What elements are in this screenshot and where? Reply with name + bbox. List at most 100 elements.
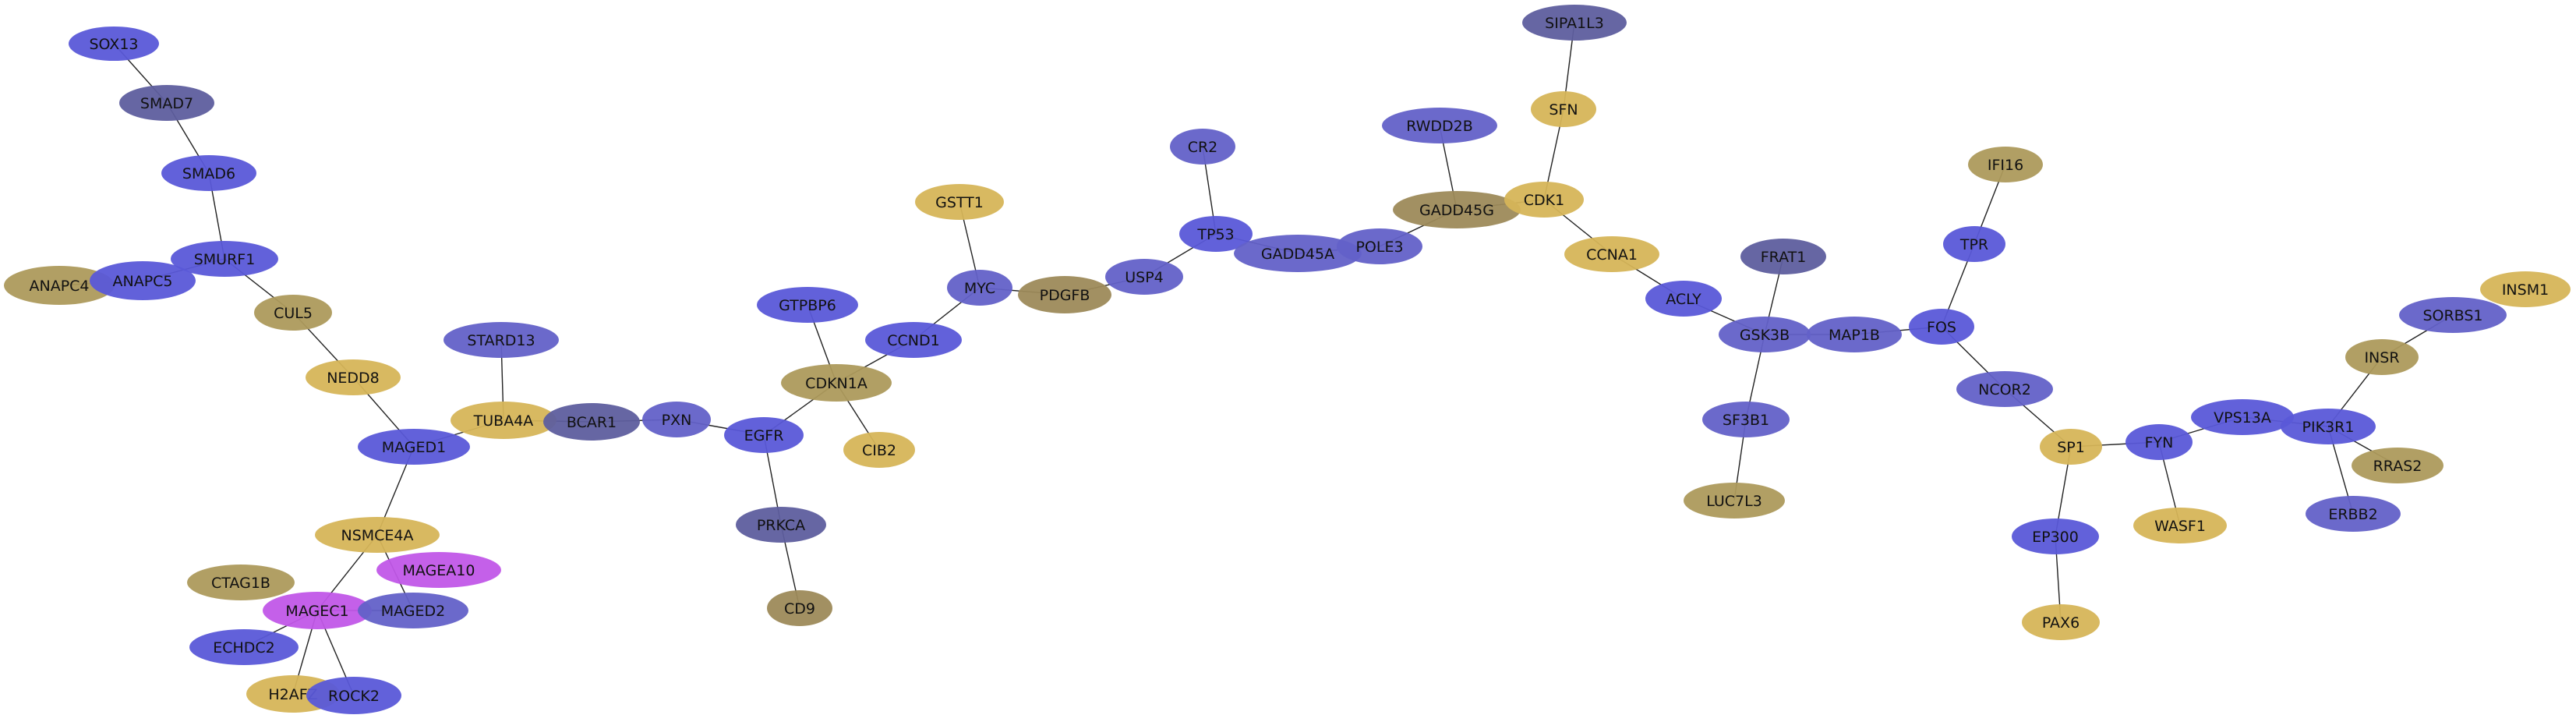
node-ccna1: CCNA1	[1564, 236, 1659, 272]
node-shape-sorbs1	[2399, 297, 2507, 333]
node-label-cdkn1a: CDKN1A	[805, 375, 868, 392]
node-label-smad7: SMAD7	[140, 95, 193, 112]
node-label-ifi16: IFI16	[1988, 157, 2023, 174]
node-gadd45a: GADD45A	[1234, 235, 1362, 272]
node-sfn: SFN	[1531, 91, 1596, 127]
node-shape-cr2	[1170, 129, 1235, 165]
node-tp53: TP53	[1179, 216, 1253, 252]
node-shape-wasf1	[2133, 508, 2227, 543]
node-label-tp53: TP53	[1196, 226, 1234, 243]
node-shape-luc7l3	[1684, 483, 1785, 518]
node-label-egfr: EGFR	[744, 427, 784, 444]
node-label-pik3r1: PIK3R1	[2302, 419, 2355, 436]
node-shape-sf3b1	[1702, 402, 1790, 437]
node-label-pole3: POLE3	[1355, 239, 1403, 256]
node-shape-gsk3b	[1719, 317, 1811, 352]
node-label-gtpbp6: GTPBP6	[779, 297, 836, 314]
node-smurf1: SMURF1	[171, 241, 278, 277]
node-shape-cul5	[254, 295, 332, 331]
node-label-sorbs1: SORBS1	[2422, 307, 2482, 324]
node-label-ccnd1: CCND1	[887, 332, 939, 349]
node-label-gadd45a: GADD45A	[1261, 246, 1334, 263]
node-shape-tp53	[1179, 216, 1253, 252]
node-maged2: MAGED2	[358, 593, 468, 628]
node-stard13: STARD13	[443, 322, 559, 358]
node-label-cd9: CD9	[784, 600, 815, 618]
node-label-rwdd2b: RWDD2B	[1406, 118, 1473, 135]
node-label-rock2: ROCK2	[328, 688, 380, 705]
node-shape-rock2	[306, 677, 401, 714]
node-cd9: CD9	[767, 590, 832, 626]
node-egfr: EGFR	[724, 417, 804, 453]
node-shape-gadd45a	[1234, 235, 1362, 272]
node-label-pax6: PAX6	[2042, 614, 2080, 632]
node-shape-fos	[1909, 309, 1974, 345]
node-usp4: USP4	[1105, 259, 1183, 295]
node-shape-sfn	[1531, 91, 1596, 127]
node-shape-sox13	[69, 27, 159, 61]
node-smad6: SMAD6	[161, 155, 256, 191]
node-label-pdgfb: PDGFB	[1040, 287, 1090, 304]
node-shape-myc	[947, 270, 1012, 306]
node-label-cib2: CIB2	[862, 442, 896, 459]
node-label-frat1: FRAT1	[1761, 249, 1807, 266]
node-label-erbb2: ERBB2	[2328, 506, 2377, 523]
node-insr: INSR	[2345, 339, 2419, 375]
node-shape-echdc2	[189, 629, 299, 665]
node-label-maged2: MAGED2	[381, 603, 446, 620]
node-gsk3b: GSK3B	[1719, 317, 1811, 352]
node-vps13a: VPS13A	[2191, 399, 2294, 435]
node-label-smad6: SMAD6	[182, 165, 235, 182]
node-shape-tpr	[1943, 226, 2005, 262]
node-insm1: INSM1	[2480, 271, 2571, 307]
node-luc7l3: LUC7L3	[1684, 483, 1785, 518]
node-anapc5: ANAPC5	[90, 261, 196, 300]
node-label-cr2: CR2	[1188, 139, 1218, 156]
node-shape-map1b	[1807, 317, 1902, 352]
node-cib2: CIB2	[843, 432, 915, 468]
node-shape-magec1	[263, 592, 372, 629]
node-label-prkca: PRKCA	[757, 517, 805, 534]
node-label-echdc2: ECHDC2	[213, 639, 275, 657]
node-label-fos: FOS	[1927, 319, 1956, 336]
node-shape-pik3r1	[2281, 409, 2376, 444]
node-ep300: EP300	[2012, 518, 2099, 554]
node-shape-insr	[2345, 339, 2419, 375]
node-shape-egfr	[724, 417, 804, 453]
node-label-h2afz: H2AFZ	[268, 686, 317, 703]
node-shape-nedd8	[306, 359, 401, 395]
node-acly: ACLY	[1645, 281, 1722, 317]
node-sipa1l3: SIPA1L3	[1522, 5, 1627, 41]
node-rock2: ROCK2	[306, 677, 401, 714]
node-pik3r1: PIK3R1	[2281, 409, 2376, 444]
node-shape-ctag1b	[187, 565, 295, 600]
node-label-ncor2: NCOR2	[1978, 381, 2031, 398]
node-shape-gtpbp6	[757, 287, 858, 323]
node-gtpbp6: GTPBP6	[757, 287, 858, 323]
node-label-gstt1: GSTT1	[935, 194, 984, 211]
node-label-luc7l3: LUC7L3	[1706, 493, 1762, 510]
node-label-cul5: CUL5	[274, 305, 313, 322]
node-label-vps13a: VPS13A	[2214, 409, 2271, 426]
node-shape-ccna1	[1564, 236, 1659, 272]
node-sf3b1: SF3B1	[1702, 402, 1790, 437]
node-label-wasf1: WASF1	[2154, 518, 2206, 535]
node-shape-fyn	[2125, 424, 2193, 460]
node-map1b: MAP1B	[1807, 317, 1902, 352]
node-label-sox13: SOX13	[90, 36, 139, 53]
node-magea10: MAGEA10	[376, 552, 501, 588]
node-tuba4a: TUBA4A	[451, 402, 557, 439]
node-magec1: MAGEC1	[263, 592, 372, 629]
node-shape-cib2	[843, 432, 915, 468]
node-shape-ncor2	[1956, 371, 2053, 407]
node-label-gsk3b: GSK3B	[1740, 327, 1790, 344]
node-ncor2: NCOR2	[1956, 371, 2053, 407]
node-label-bcar1: BCAR1	[567, 414, 617, 431]
node-label-sfn: SFN	[1549, 101, 1578, 119]
node-shape-prkca	[736, 507, 826, 543]
node-sox13: SOX13	[69, 27, 159, 61]
node-label-ctag1b: CTAG1B	[211, 575, 270, 592]
node-shape-maged1	[358, 429, 470, 465]
node-shape-erbb2	[2306, 496, 2401, 532]
